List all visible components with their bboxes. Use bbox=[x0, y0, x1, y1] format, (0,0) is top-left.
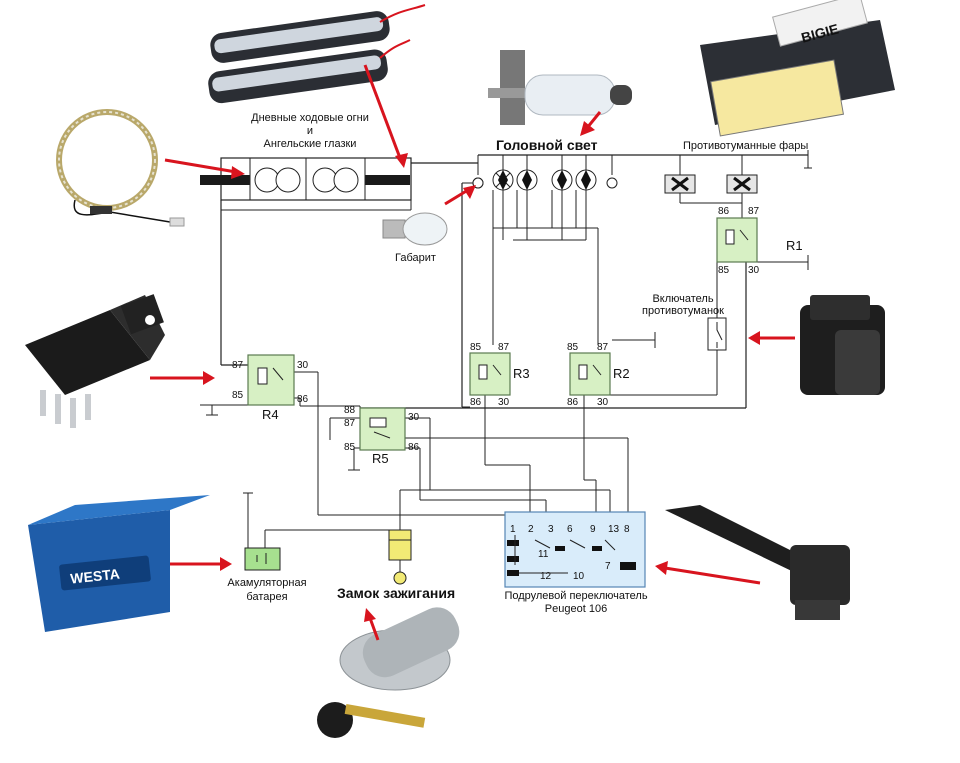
fog-switch-photo bbox=[800, 295, 885, 395]
relay-r2: 85 87 86 30 R2 bbox=[567, 342, 630, 408]
cs-pin-12: 12 bbox=[540, 571, 552, 582]
cs-pin-7: 7 bbox=[605, 561, 611, 572]
fog-lamp-symbols bbox=[612, 150, 812, 218]
r1-pin-87: 87 bbox=[748, 206, 760, 217]
r1-label: R1 bbox=[786, 238, 803, 253]
pointer-arrows bbox=[150, 64, 795, 641]
r4-pin-30: 30 bbox=[297, 360, 309, 371]
column-switch-photo bbox=[665, 505, 850, 620]
drl-label-line2: и bbox=[307, 125, 313, 137]
cs-pin-2: 2 bbox=[528, 524, 534, 535]
r2-pin-87: 87 bbox=[597, 342, 609, 353]
drl-label-line3: Ангельские глазки bbox=[264, 138, 357, 150]
r5-pin-85: 85 bbox=[344, 442, 356, 453]
battery-brand-label: WESTA bbox=[70, 566, 121, 587]
battery-symbol bbox=[244, 547, 281, 571]
r2-pin-30: 30 bbox=[597, 397, 609, 408]
r5-pin-30: 30 bbox=[408, 412, 420, 423]
battery-label-line1: Акамуляторная bbox=[227, 577, 306, 589]
r4-pin-86: 86 bbox=[297, 394, 309, 405]
relay-r5: 88 87 30 85 86 R5 bbox=[344, 405, 420, 466]
drl-module bbox=[200, 157, 412, 201]
parking-label: Габарит bbox=[395, 252, 436, 264]
headlight-lamps bbox=[472, 154, 618, 345]
angel-eye-ring-photo bbox=[56, 109, 185, 227]
fog-switch-label-line1: Включатель bbox=[652, 293, 713, 305]
column-switch-box: 1 2 3 6 9 13 8 11 12 10 7 bbox=[504, 511, 646, 588]
ignition-symbol bbox=[388, 529, 412, 585]
drl-strip-photo bbox=[208, 4, 426, 104]
cs-pin-9: 9 bbox=[590, 524, 596, 535]
relay-r3: 85 87 86 30 R3 bbox=[469, 342, 530, 408]
r3-pin-85: 85 bbox=[470, 342, 482, 353]
fog-lamp-photo: BIGIE bbox=[700, 0, 895, 137]
r1-pin-86: 86 bbox=[718, 206, 730, 217]
drl-label-line1: Дневные ходовые огни bbox=[251, 112, 369, 124]
battery-photo: WESTA bbox=[28, 495, 210, 632]
parking-bulb-photo bbox=[382, 212, 448, 246]
cs-pin-3: 3 bbox=[548, 524, 554, 535]
r3-pin-87: 87 bbox=[498, 342, 510, 353]
battery-label-line2: батарея bbox=[246, 591, 287, 603]
r4-label: R4 bbox=[262, 407, 279, 422]
cs-pin-13: 13 bbox=[608, 524, 620, 535]
r4-pin-87: 87 bbox=[232, 360, 244, 371]
fog-switch-symbol bbox=[707, 317, 727, 351]
r3-pin-30: 30 bbox=[498, 397, 510, 408]
r1-pin-30: 30 bbox=[748, 265, 760, 276]
r3-pin-86: 86 bbox=[470, 397, 482, 408]
r5-label: R5 bbox=[372, 451, 389, 466]
column-switch-label-line2: Peugeot 106 bbox=[545, 603, 607, 615]
cs-pin-6: 6 bbox=[567, 524, 573, 535]
column-switch-label-line1: Подрулевой переключатель bbox=[504, 590, 647, 602]
cs-pin-1: 1 bbox=[510, 524, 516, 535]
r2-label: R2 bbox=[613, 366, 630, 381]
fog-switch-label-line2: противотуманок bbox=[642, 305, 724, 317]
r2-pin-85: 85 bbox=[567, 342, 579, 353]
cs-pin-11: 11 bbox=[538, 549, 549, 560]
r5-pin-87: 87 bbox=[344, 418, 356, 429]
relay-r1: 86 87 85 30 R1 bbox=[716, 206, 803, 276]
ignition-lock-photo bbox=[317, 607, 460, 738]
headlight-label: Головной свет bbox=[496, 137, 598, 153]
ignition-label: Замок зажигания bbox=[337, 585, 455, 601]
r5-pin-86: 86 bbox=[408, 442, 420, 453]
fog-lights-label: Противотуманные фары bbox=[683, 140, 808, 152]
relay-photo bbox=[25, 294, 165, 428]
headlight-bulb-photo bbox=[488, 50, 632, 125]
relay-r4: 87 30 85 86 R4 bbox=[232, 354, 309, 422]
r4-pin-85: 85 bbox=[232, 390, 244, 401]
r2-pin-86: 86 bbox=[567, 397, 579, 408]
r3-label: R3 bbox=[513, 366, 530, 381]
cs-pin-10: 10 bbox=[573, 571, 585, 582]
r1-pin-85: 85 bbox=[718, 265, 730, 276]
r5-pin-88: 88 bbox=[344, 405, 356, 416]
cs-pin-8: 8 bbox=[624, 524, 630, 535]
